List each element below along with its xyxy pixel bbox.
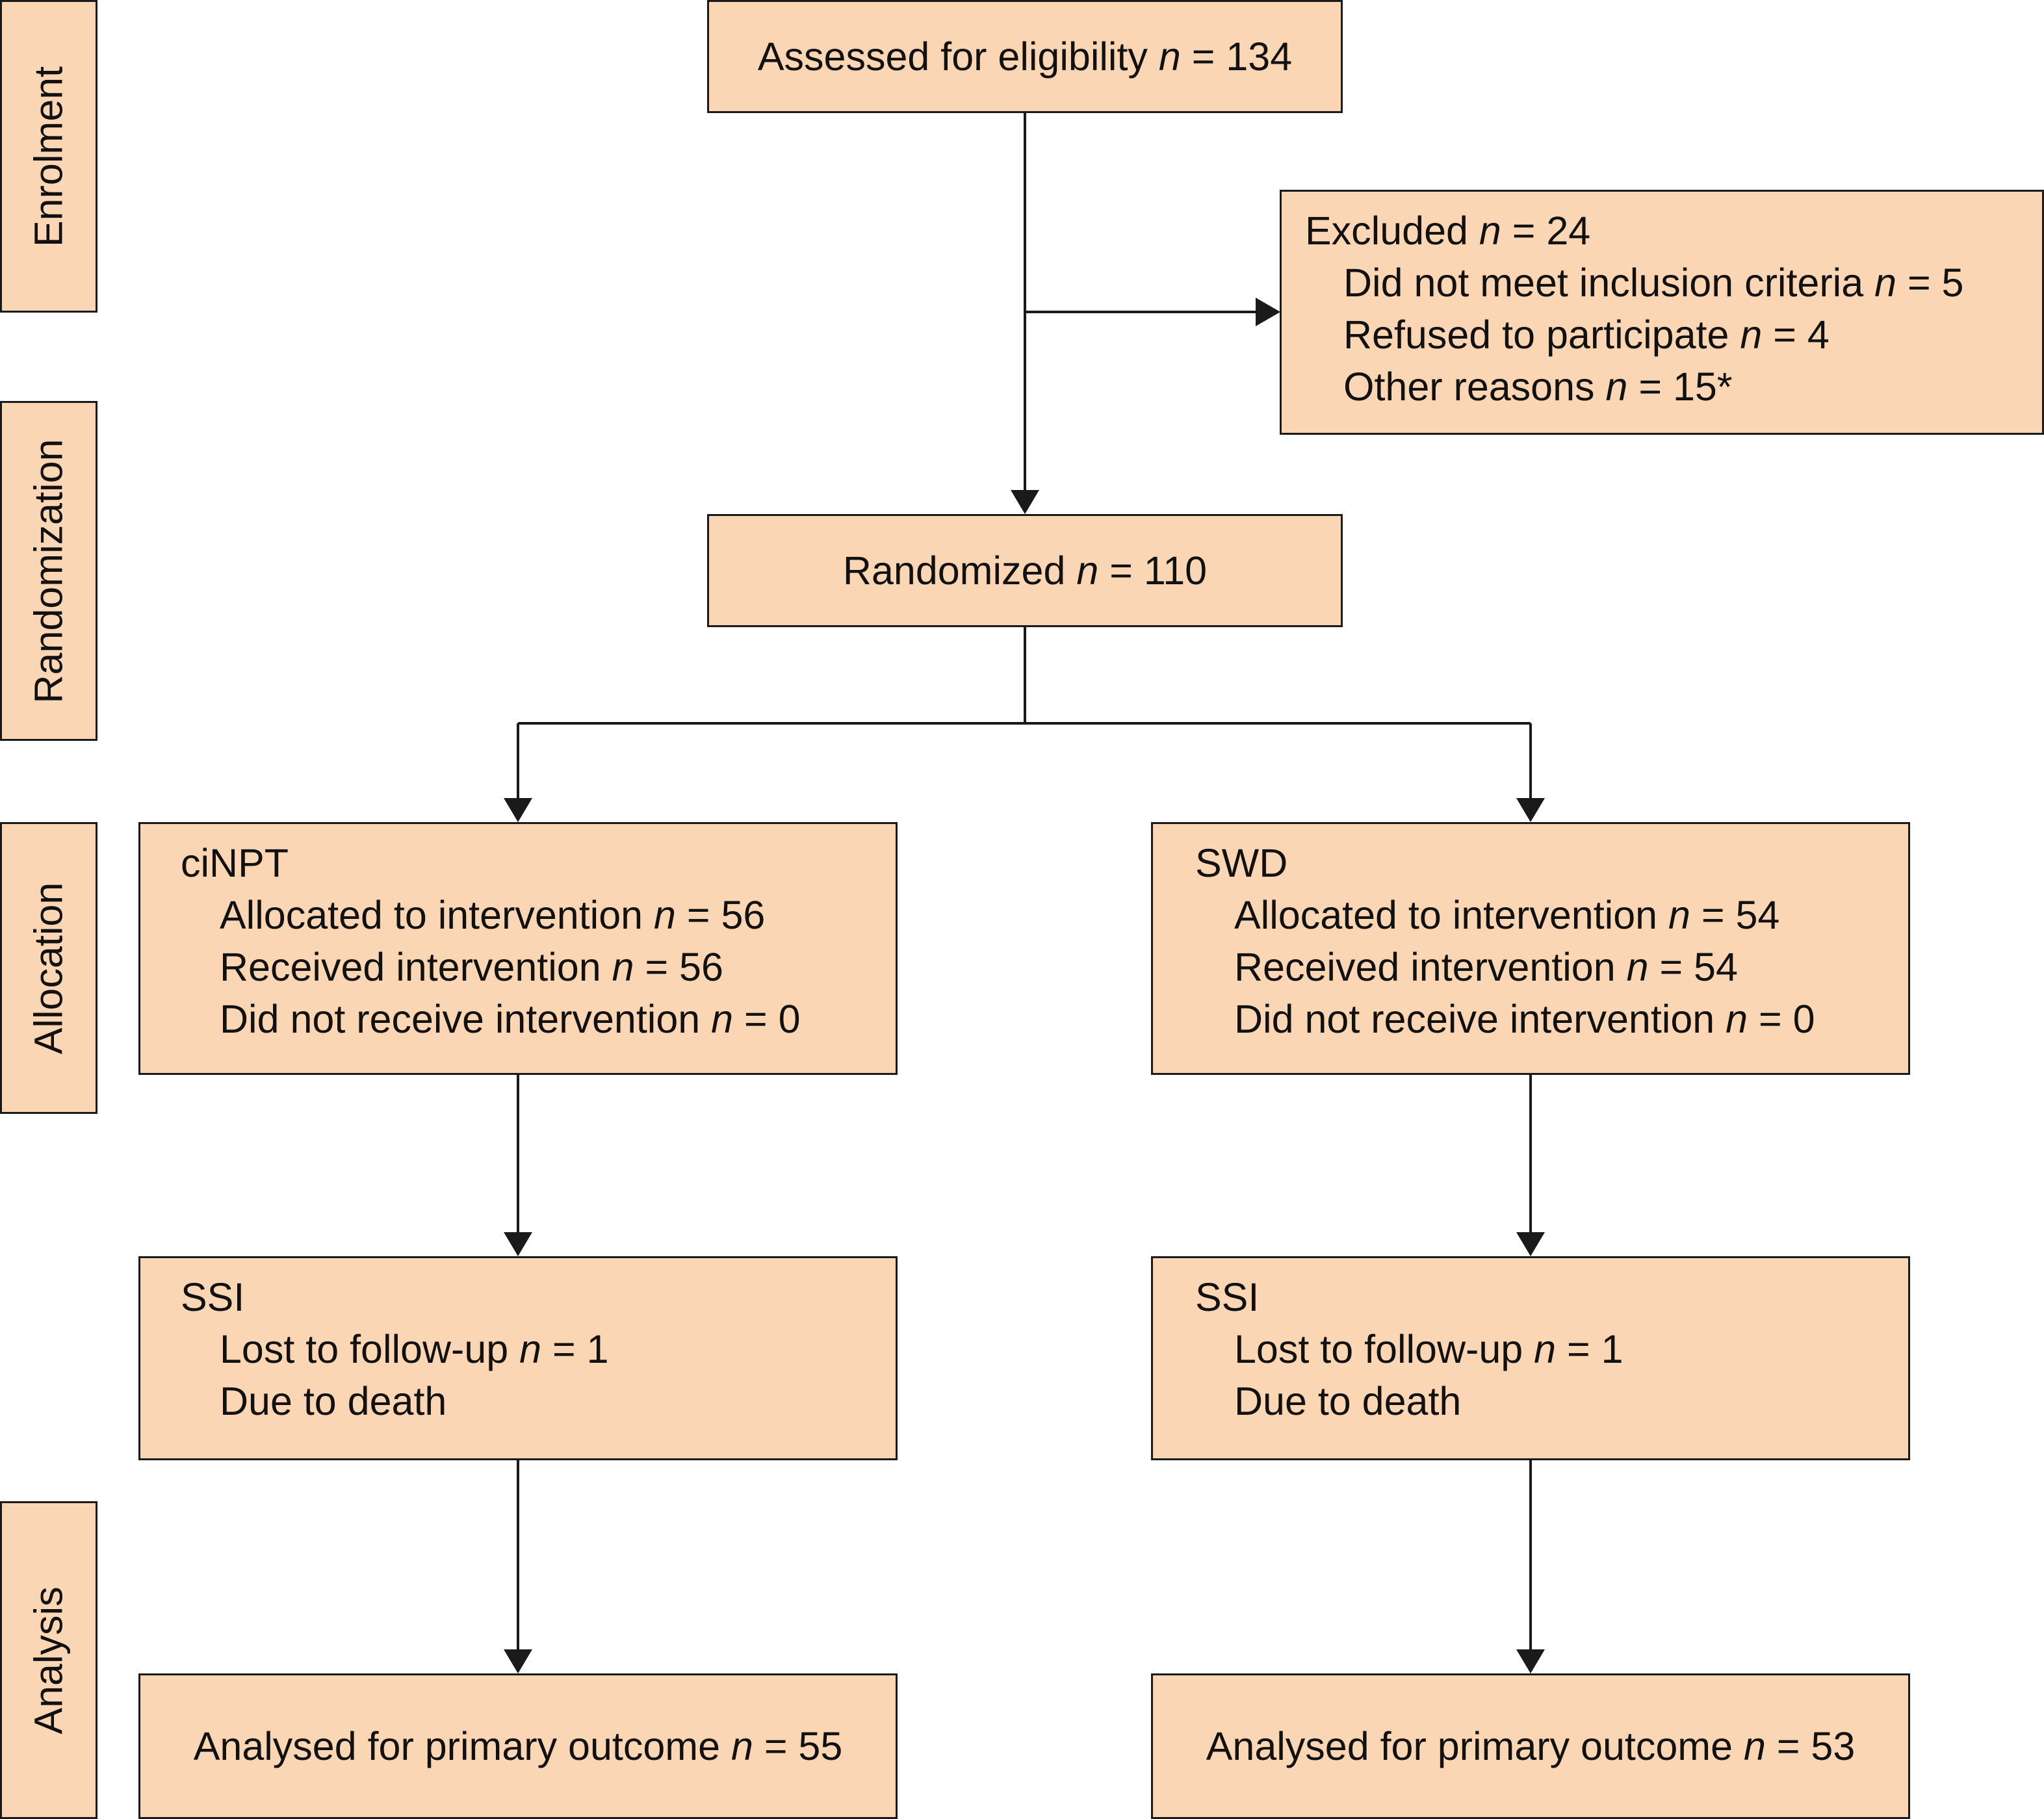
analysed-text-cinpt: Analysed for primary outcome n = 55 — [193, 1724, 843, 1768]
stage-label-analysis: Analysis — [26, 1586, 71, 1735]
stage-analysis: Analysis — [0, 1501, 97, 1819]
arrowhead-left-alloc — [504, 798, 532, 822]
followup-box-swd: SSI Lost to follow-up n = 1 Due to death — [1151, 1256, 1910, 1460]
lost-line-swd: Lost to follow-up n = 1 — [1234, 1327, 1624, 1371]
stage-enrolment: Enrolment — [0, 0, 97, 313]
stage-allocation: Allocation — [0, 822, 97, 1114]
excluded-box: Excluded n = 24 Did not meet inclusion c… — [1280, 190, 2044, 435]
arm-name-swd: SWD — [1195, 841, 1288, 885]
arrowhead-excluded — [1256, 298, 1280, 326]
randomized-text: Randomized n = 110 — [842, 548, 1208, 593]
arrowhead-right-alloc — [1516, 798, 1545, 822]
followup-box-cinpt: SSI Lost to follow-up n = 1 Due to death — [138, 1256, 898, 1460]
lost-line-cinpt: Lost to follow-up n = 1 — [220, 1327, 609, 1371]
arrowhead-left-ssi — [504, 1232, 532, 1256]
stage-randomization: Randomization — [0, 401, 97, 741]
stage-label-enrolment: Enrolment — [26, 66, 71, 247]
excluded-item-other: Other reasons n = 15* — [1343, 365, 1733, 409]
arrowhead-right-ssi — [1516, 1232, 1545, 1256]
assessed-text: Assessed for eligibility n = 134 — [757, 34, 1293, 79]
ssi-label-cinpt: SSI — [181, 1275, 245, 1319]
allocated-line-cinpt: Allocated to intervention n = 56 — [220, 893, 766, 937]
received-line-swd: Received intervention n = 54 — [1234, 945, 1738, 989]
arrowhead-randomized — [1011, 490, 1039, 514]
allocated-line-swd: Allocated to intervention n = 54 — [1234, 893, 1780, 937]
arm-name-cinpt: ciNPT — [181, 841, 289, 885]
assessed-box: Assessed for eligibility n = 134 — [707, 0, 1343, 113]
analysed-text-swd: Analysed for primary outcome n = 53 — [1206, 1724, 1856, 1768]
analysed-box-swd: Analysed for primary outcome n = 53 — [1151, 1673, 1910, 1819]
allocation-box-swd: SWD Allocated to intervention n = 54 Rec… — [1151, 822, 1910, 1075]
arrowhead-right-analysed — [1516, 1649, 1545, 1673]
not-received-line-swd: Did not receive intervention n = 0 — [1234, 997, 1815, 1041]
analysed-box-cinpt: Analysed for primary outcome n = 55 — [138, 1673, 898, 1819]
received-line-cinpt: Received intervention n = 56 — [220, 945, 723, 989]
arrowhead-left-analysed — [504, 1649, 532, 1673]
allocation-box-cinpt: ciNPT Allocated to intervention n = 56 R… — [138, 822, 898, 1075]
reason-line-cinpt: Due to death — [220, 1379, 447, 1423]
reason-line-swd: Due to death — [1234, 1379, 1462, 1423]
stage-label-randomization: Randomization — [26, 439, 71, 703]
excluded-item-refused: Refused to participate n = 4 — [1343, 313, 1830, 357]
not-received-line-cinpt: Did not receive intervention n = 0 — [220, 997, 801, 1041]
ssi-label-swd: SSI — [1195, 1275, 1260, 1319]
stage-label-allocation: Allocation — [26, 882, 71, 1054]
excluded-title: Excluded n = 24 — [1305, 209, 1591, 253]
randomized-box: Randomized n = 110 — [707, 514, 1343, 627]
excluded-item-inclusion: Did not meet inclusion criteria n = 5 — [1343, 261, 1964, 305]
